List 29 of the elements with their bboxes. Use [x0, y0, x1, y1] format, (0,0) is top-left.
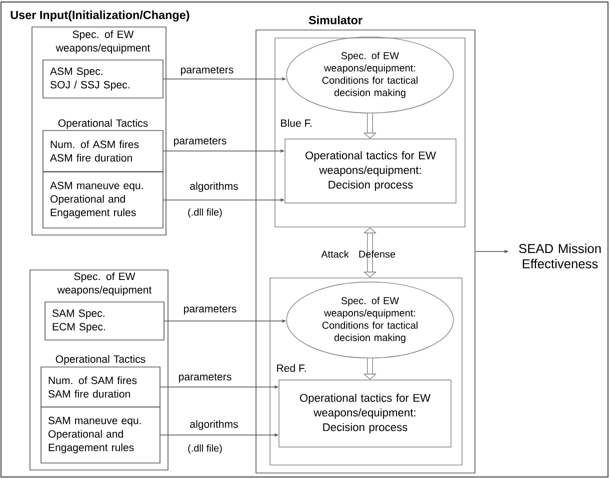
hollow-arrow: [364, 358, 376, 380]
text-box: SAM Spec. ECM Spec.: [44, 302, 164, 340]
section-heading: Operational Tactics: [56, 355, 146, 365]
note-label: (.dll file): [188, 444, 222, 454]
group-box: [30, 270, 168, 470]
node-label: Simulator: [308, 16, 362, 24]
text-box: Num. of ASM fires ASM fire duration: [42, 130, 164, 172]
diagram-title: User Input(Initialization/Change): [10, 10, 190, 22]
process-box: Operational tactics for EW weapons/equipment: Decision process: [284, 138, 456, 204]
group-box: [32, 26, 166, 236]
text-box: SAM maneuve equ. Operational and Engagement rules: [40, 406, 160, 464]
note-label: (.dll file): [188, 208, 222, 218]
edge-label: algorithms: [190, 420, 238, 430]
section-heading: Spec. of EW weapons/equipment: [57, 272, 152, 296]
edge-label: parameters: [179, 374, 232, 382]
edge-label: parameters: [174, 138, 226, 146]
edge-label: parameters: [184, 306, 236, 314]
text-box: ASM maneuve equ. Operational and Engagement rules: [42, 172, 164, 228]
edge-label: parameters: [181, 66, 234, 76]
section-heading: Operational Tactics: [58, 119, 148, 129]
text-box: ASM Spec. SOJ / SSJ Spec.: [42, 60, 164, 98]
note-label: Attack: [321, 250, 349, 258]
edge-label: algorithms: [190, 182, 238, 192]
note-label: Defense: [359, 250, 396, 258]
section-heading: Spec. of EW weapons/equipment: [56, 30, 150, 54]
hollow-arrow: [364, 113, 376, 139]
result-text: SEAD Mission Effectiveness: [519, 244, 601, 268]
text-box: Num. of SAM fires SAM fire duration: [40, 366, 160, 408]
process-box: Operational tactics for EW weapons/equipment: Decision process: [278, 380, 452, 448]
